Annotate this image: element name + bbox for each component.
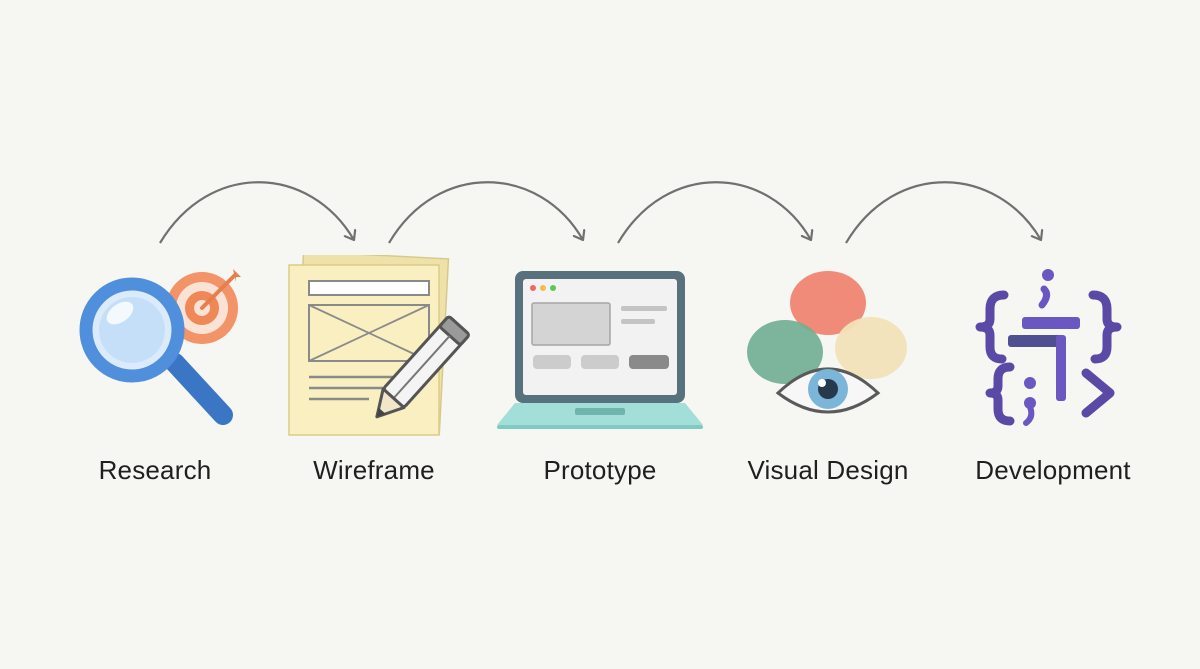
step-development: Development [938,255,1168,505]
flow-arrow-4 [845,181,1041,244]
flow-arrow-1 [159,181,354,244]
wireframe-pencil-icon [288,255,470,436]
step-label-visual-design: Visual Design [747,455,909,485]
flow-arrow-3 [617,181,811,244]
step-label-wireframe: Wireframe [313,455,435,485]
step-label-prototype: Prototype [543,455,657,485]
step-prototype: Prototype [485,255,715,505]
code-braces-icon [975,269,1122,426]
flow-arrow-2 [388,181,583,244]
color-swatch-eye-icon [747,271,907,414]
step-visual-design: Visual Design [713,255,943,505]
step-wireframe: Wireframe [259,255,489,505]
step-label-research: Research [98,455,212,485]
step-research: Research [40,255,270,505]
magnifier-target-icon [79,269,241,425]
step-label-development: Development [975,455,1131,485]
laptop-icon [497,271,703,429]
